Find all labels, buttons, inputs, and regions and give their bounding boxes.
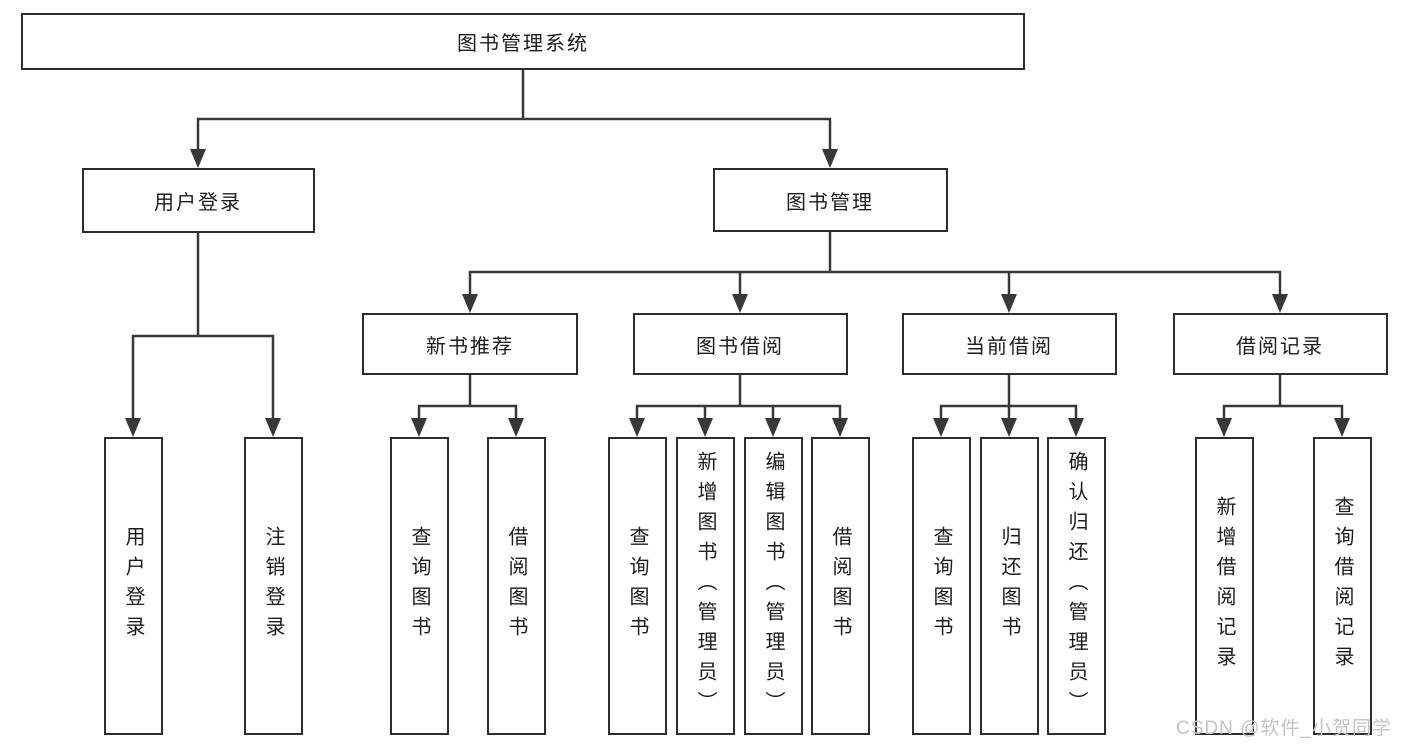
leaf-confirm-return-admin: 确认归还（管理员） <box>1046 437 1106 735</box>
leaf-borrow-books-2-label: 借阅图书 <box>829 526 851 646</box>
node-user-login-label: 用户登录 <box>154 192 242 214</box>
leaf-add-borrow-record-label: 新增借阅记录 <box>1213 496 1235 676</box>
node-library-system-label: 图书管理系统 <box>457 33 589 55</box>
leaf-add-book-admin: 新增图书（管理员） <box>675 437 735 735</box>
leaf-query-borrow-record-label: 查询借阅记录 <box>1331 496 1353 676</box>
node-user-login: 用户登录 <box>81 168 315 233</box>
connector-borrow-records <box>1216 375 1350 437</box>
connector-user-login <box>125 233 281 437</box>
connector-book-borrow <box>629 375 848 437</box>
leaf-borrow-books-1-label: 借阅图书 <box>505 526 527 646</box>
node-borrow-records: 借阅记录 <box>1172 313 1388 375</box>
connector-new-book-recommend <box>411 375 524 437</box>
leaf-return-book: 归还图书 <box>979 437 1039 735</box>
leaf-user-login-label: 用户登录 <box>122 526 144 646</box>
leaf-query-books-3: 查询图书 <box>911 437 971 735</box>
leaf-add-book-admin-label: 新增图书（管理员） <box>694 451 716 721</box>
leaf-query-borrow-record: 查询借阅记录 <box>1312 437 1372 735</box>
leaf-edit-book-admin: 编辑图书（管理员） <box>743 437 803 735</box>
node-library-system: 图书管理系统 <box>21 13 1025 70</box>
node-book-borrow: 图书借阅 <box>632 313 848 375</box>
node-book-borrow-label: 图书借阅 <box>696 335 784 358</box>
watermark: CSDN @软件_小贺同学 <box>1176 718 1392 739</box>
connector-root <box>190 70 838 168</box>
leaf-user-login: 用户登录 <box>103 437 163 735</box>
leaf-confirm-return-admin-label: 确认归还（管理员） <box>1065 451 1087 721</box>
leaf-query-books-2: 查询图书 <box>607 437 667 735</box>
leaf-borrow-books-1: 借阅图书 <box>486 437 546 735</box>
leaf-query-books-1: 查询图书 <box>389 437 449 735</box>
leaf-query-books-3-label: 查询图书 <box>930 526 952 646</box>
leaf-logout: 注销登录 <box>243 437 303 735</box>
node-book-management: 图书管理 <box>712 168 948 232</box>
node-current-borrow-label: 当前借阅 <box>965 335 1053 358</box>
node-book-management-label: 图书管理 <box>786 191 874 214</box>
leaf-edit-book-admin-label: 编辑图书（管理员） <box>762 451 784 721</box>
leaf-query-books-2-label: 查询图书 <box>626 526 648 646</box>
node-new-book-recommend: 新书推荐 <box>362 313 578 375</box>
node-borrow-records-label: 借阅记录 <box>1236 335 1324 358</box>
connector-current-borrow <box>933 375 1084 437</box>
leaf-borrow-books-2: 借阅图书 <box>810 437 870 735</box>
node-current-borrow: 当前借阅 <box>901 313 1117 375</box>
leaf-add-borrow-record: 新增借阅记录 <box>1194 437 1254 735</box>
leaf-query-books-1-label: 查询图书 <box>408 526 430 646</box>
connector-book-management <box>462 232 1288 313</box>
node-new-book-recommend-label: 新书推荐 <box>426 335 514 358</box>
leaf-return-book-label: 归还图书 <box>998 526 1020 646</box>
leaf-logout-label: 注销登录 <box>262 526 284 646</box>
